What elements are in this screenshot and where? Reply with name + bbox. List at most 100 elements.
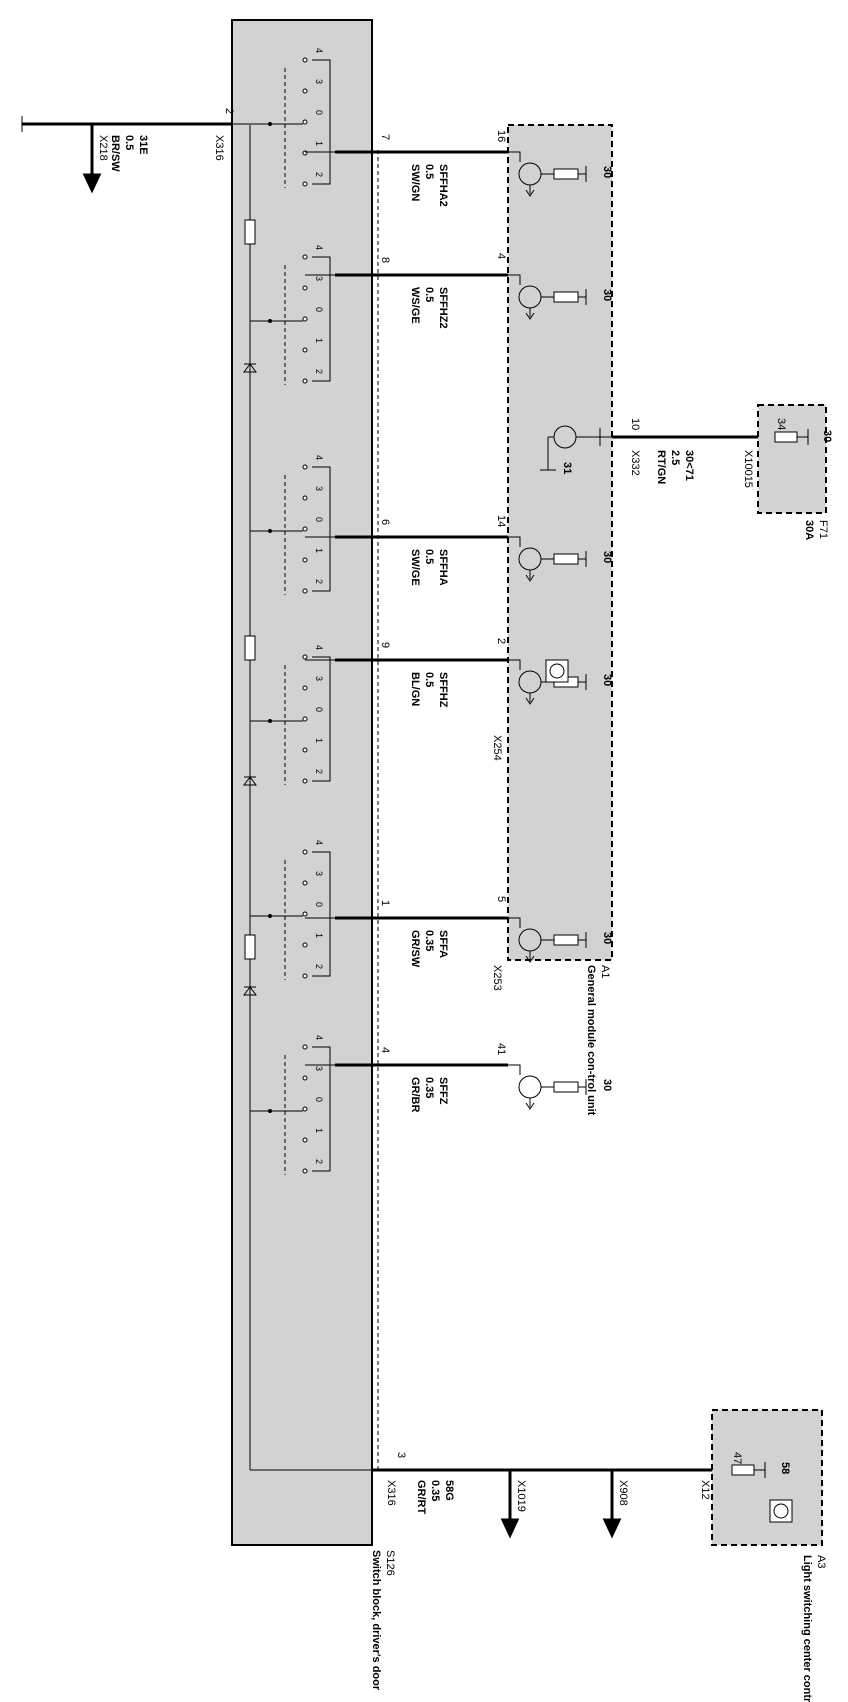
contact-label: 3 <box>314 276 324 281</box>
contact-label: 4 <box>314 1035 324 1040</box>
contact-point <box>302 526 308 532</box>
fuse-pin: 34 <box>775 418 787 430</box>
gm-x332-pin: 10 <box>629 418 641 430</box>
contact-point <box>302 285 308 291</box>
contact-point <box>302 747 308 753</box>
contact-point <box>302 316 308 322</box>
arrow-down-icon <box>500 1470 520 1539</box>
contact-point <box>302 495 308 501</box>
bottom-wire-size: 0.35 <box>429 1480 441 1501</box>
junction-dot <box>268 914 272 918</box>
channel-gm-pin: 16 <box>495 130 507 142</box>
contact-label: 1 <box>314 738 324 743</box>
transistor-emitter <box>525 185 535 197</box>
channel-sw-pin: 4 <box>379 1047 391 1053</box>
contact-label: 3 <box>314 486 324 491</box>
gm-x332: X332 <box>629 450 641 476</box>
contact-point <box>302 1044 308 1050</box>
transistor-lead <box>508 659 521 670</box>
resistor <box>553 1081 579 1093</box>
contact-label: 1 <box>314 548 324 553</box>
channel-sw-pin: 8 <box>379 257 391 263</box>
diagnosis-icon <box>545 659 569 683</box>
contact-point <box>302 378 308 384</box>
fuse-element <box>774 431 798 443</box>
junction-dot <box>268 719 272 723</box>
contact-point <box>302 973 308 979</box>
switch-block-name: Switch block, driver's door <box>370 1550 382 1691</box>
channel-size: 0.35 <box>423 1077 435 1098</box>
contact-bracket <box>312 656 331 782</box>
bottom-wire-code: 58G <box>443 1480 455 1501</box>
channel-code: SFFHZ2 <box>437 287 449 329</box>
contact-label: 2 <box>314 964 324 969</box>
contact-label: 3 <box>314 676 324 681</box>
channel-code: SFFHA <box>437 549 449 586</box>
transistor-emitter <box>525 1098 535 1110</box>
fuse-connector: X10015 <box>742 450 754 488</box>
channel-gm-pin: 4 <box>495 253 507 259</box>
contact-label: 4 <box>314 48 324 53</box>
transistor-emitter <box>525 308 535 320</box>
channel-gm-pin: 14 <box>495 515 507 527</box>
general-module-box <box>507 124 613 961</box>
contact-label: 1 <box>314 1128 324 1133</box>
switch-top-pin: 2 <box>223 108 235 114</box>
channel-color: BL/GN <box>409 672 421 706</box>
fuse-rating: 30A <box>803 520 815 540</box>
diode-icon <box>243 776 257 786</box>
contact-label: 4 <box>314 455 324 460</box>
arrow-down-icon <box>82 124 102 194</box>
transistor-lead <box>508 536 521 547</box>
switch-block-body <box>231 19 373 1546</box>
channel-color: GR/SW <box>409 930 421 968</box>
contact-point <box>302 557 308 563</box>
contact-group: 4 3 0 1 2 <box>250 645 331 785</box>
resistor <box>244 934 256 960</box>
resistor <box>553 168 579 180</box>
contact-label: 0 <box>314 707 324 712</box>
gm-terminal30: 30 <box>601 551 613 563</box>
contact-point <box>302 57 308 63</box>
contact-label: 4 <box>314 645 324 650</box>
contact-label: 4 <box>314 840 324 845</box>
gm-terminal30: 30 <box>601 1079 613 1091</box>
transistor-lead <box>508 274 521 285</box>
switch-bottom-pin: 3 <box>395 1452 407 1458</box>
channel-color: GR/BR <box>409 1077 421 1113</box>
gm-terminal30: 30 <box>601 674 613 686</box>
contact-label: 1 <box>314 933 324 938</box>
contact-point <box>302 1106 308 1112</box>
contact-label: 2 <box>314 579 324 584</box>
resistor <box>244 219 256 245</box>
gm-terminal30: 30 <box>601 166 613 178</box>
channel-size: 0.5 <box>423 549 435 564</box>
fuse-wire-code: 30<71 <box>683 450 695 481</box>
contact-label: 0 <box>314 1097 324 1102</box>
switch-block-id: S126 <box>384 1550 396 1576</box>
contact-point <box>302 181 308 187</box>
channel-code: SFFHZ <box>437 672 449 708</box>
contact-label: 2 <box>314 769 324 774</box>
contact-label: 1 <box>314 338 324 343</box>
diagnosis-icon-circle <box>549 663 565 679</box>
channel-size: 0.5 <box>423 164 435 179</box>
contact-bracket <box>312 851 331 977</box>
channel-color: SW/GN <box>409 164 421 201</box>
contact-label: 3 <box>314 79 324 84</box>
junction-dot <box>268 529 272 533</box>
gm-terminal30: 30 <box>601 932 613 944</box>
channel-size: 0.5 <box>423 672 435 687</box>
gm-id: A1 <box>599 965 611 978</box>
gm-x253: X253 <box>491 965 503 991</box>
contact-point <box>302 942 308 948</box>
channel-gm-pin: 41 <box>495 1043 507 1055</box>
fuse-id: F71 <box>817 520 829 539</box>
channel-code: SFFHA2 <box>437 164 449 207</box>
